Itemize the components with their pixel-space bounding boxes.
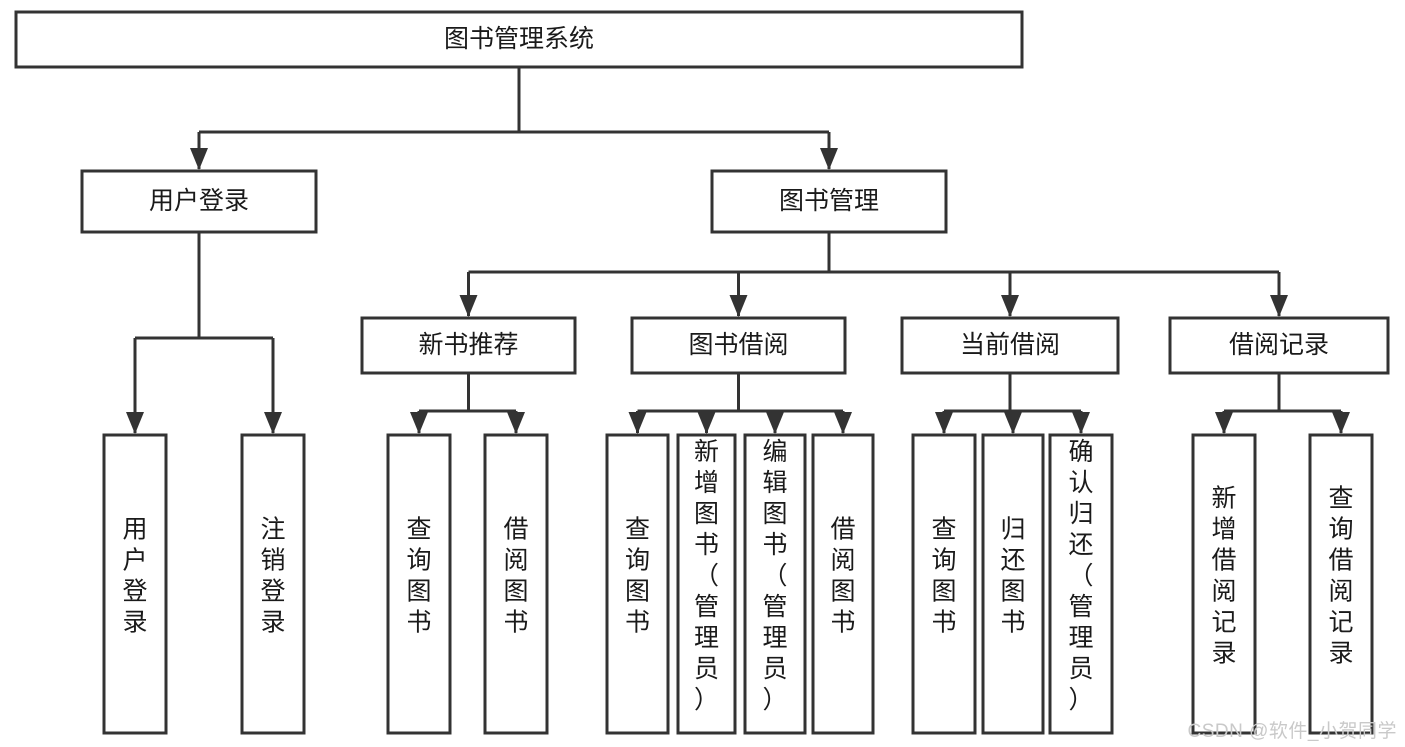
node-box <box>386 433 452 735</box>
node-box <box>1191 433 1257 735</box>
node-box <box>102 433 168 735</box>
node-leaf-query-book-3[interactable]: 查询图书 <box>911 433 977 735</box>
node-label: 当前借阅 <box>960 331 1060 359</box>
node-leaf-borrow-book-1[interactable]: 借阅图书 <box>483 433 549 735</box>
node-label: 查询借阅记录 <box>1328 485 1353 668</box>
node-root[interactable]: 图书管理系统 <box>14 10 1024 69</box>
node-box <box>900 316 1120 375</box>
node-box <box>240 433 306 735</box>
node-box <box>360 316 577 375</box>
node-label: 查询图书 <box>406 516 431 637</box>
node-label: 图书管理 <box>779 187 879 215</box>
node-new-book-recommend[interactable]: 新书推荐 <box>360 316 577 375</box>
node-box <box>811 433 875 735</box>
node-leaf-user-login[interactable]: 用户登录 <box>102 433 168 735</box>
connector-layer <box>126 67 1350 434</box>
node-layer: 图书管理系统用户登录图书管理新书推荐图书借阅当前借阅借阅记录用户登录注销登录查询… <box>14 10 1390 735</box>
node-label: 归还图书 <box>1000 516 1025 637</box>
node-label: 新增图书（管理员） <box>694 438 719 714</box>
node-leaf-confirm-return[interactable]: 确认归还（管理员） <box>1048 433 1114 735</box>
node-box <box>483 433 549 735</box>
node-leaf-borrow-book-2[interactable]: 借阅图书 <box>811 433 875 735</box>
node-box <box>1048 433 1114 735</box>
node-label: 注销登录 <box>260 516 285 637</box>
node-label: 确认归还（管理员） <box>1068 438 1093 714</box>
node-label: 借阅图书 <box>503 516 528 637</box>
node-box <box>743 433 807 735</box>
node-label: 图书管理系统 <box>444 25 594 53</box>
node-label: 查询图书 <box>931 516 956 637</box>
node-label: 图书借阅 <box>688 331 788 359</box>
node-box <box>1168 316 1390 375</box>
node-box <box>1308 433 1374 735</box>
node-box <box>630 316 847 375</box>
node-leaf-return-book[interactable]: 归还图书 <box>981 433 1045 735</box>
node-leaf-logout[interactable]: 注销登录 <box>240 433 306 735</box>
node-borrow-record[interactable]: 借阅记录 <box>1168 316 1390 375</box>
node-label: 借阅图书 <box>830 516 855 637</box>
node-label: 新增借阅记录 <box>1211 485 1236 668</box>
node-box <box>911 433 977 735</box>
node-book-management[interactable]: 图书管理 <box>710 169 948 234</box>
node-leaf-edit-book[interactable]: 编辑图书（管理员） <box>743 433 807 735</box>
node-label: 新书推荐 <box>418 331 518 359</box>
node-label: 借阅记录 <box>1229 331 1329 359</box>
node-leaf-query-record[interactable]: 查询借阅记录 <box>1308 433 1374 735</box>
node-box <box>14 10 1024 69</box>
node-box <box>676 433 737 735</box>
node-label: 用户登录 <box>122 516 147 637</box>
node-current-borrow[interactable]: 当前借阅 <box>900 316 1120 375</box>
node-box <box>80 169 318 234</box>
node-box <box>710 169 948 234</box>
node-label: 用户登录 <box>149 187 249 215</box>
node-label: 编辑图书（管理员） <box>762 438 787 714</box>
node-leaf-add-book[interactable]: 新增图书（管理员） <box>676 433 737 735</box>
node-user-login[interactable]: 用户登录 <box>80 169 318 234</box>
node-leaf-add-record[interactable]: 新增借阅记录 <box>1191 433 1257 735</box>
node-leaf-query-book-1[interactable]: 查询图书 <box>386 433 452 735</box>
node-box <box>981 433 1045 735</box>
node-box <box>605 433 670 735</box>
node-leaf-query-book-2[interactable]: 查询图书 <box>605 433 670 735</box>
node-label: 查询图书 <box>625 516 650 637</box>
node-book-borrow[interactable]: 图书借阅 <box>630 316 847 375</box>
